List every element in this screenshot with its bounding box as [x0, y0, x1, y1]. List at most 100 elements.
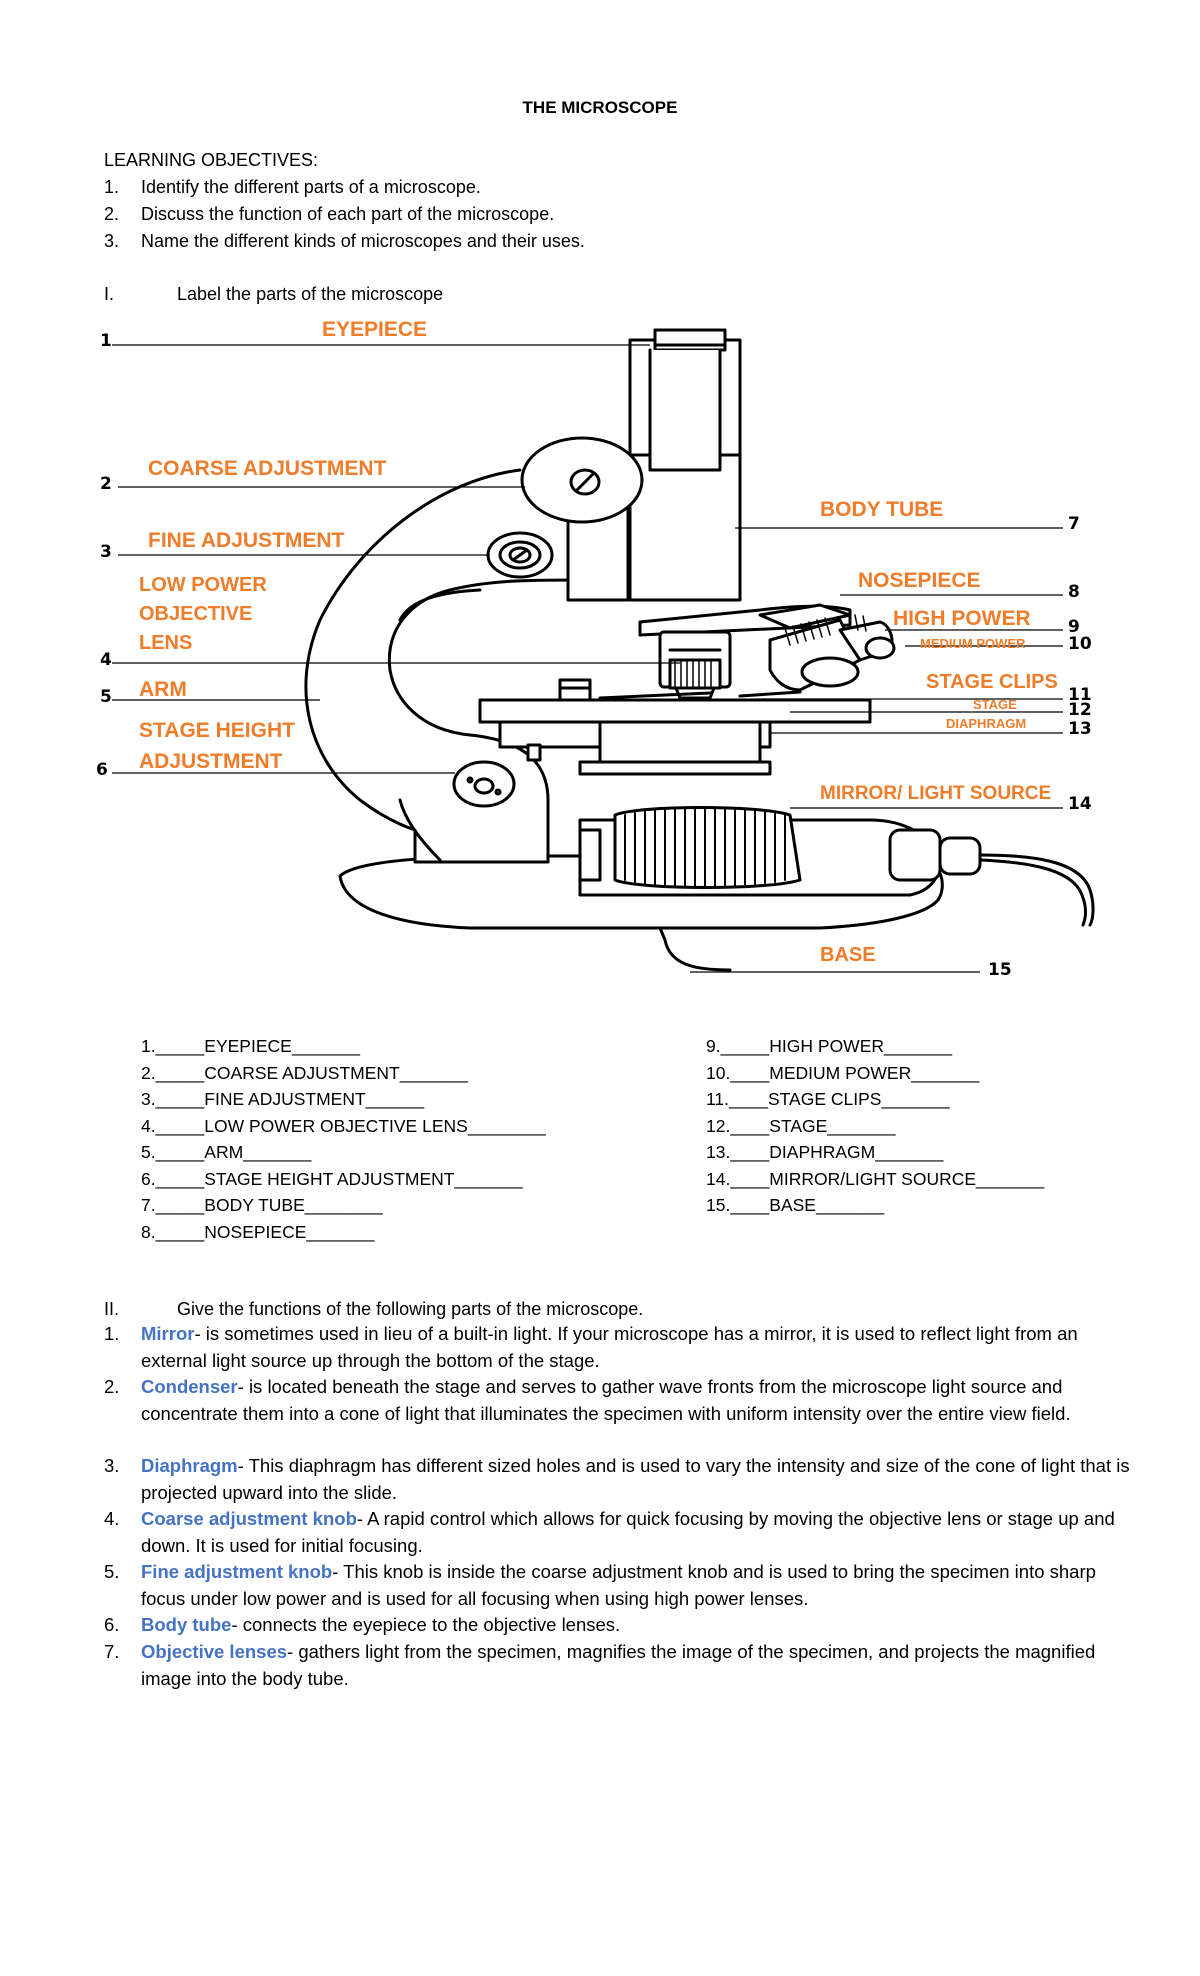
answer-ans: LOW POWER OBJECTIVE LENS — [204, 1115, 468, 1136]
function-item: 3.Diaphragm- This diaphragm has differen… — [104, 1453, 1144, 1506]
answer-item: 4._____LOW POWER OBJECTIVE LENS________ — [141, 1116, 546, 1137]
diagram-number: 10 — [1068, 634, 1092, 654]
answer-post: _______ — [306, 1221, 375, 1242]
diagram-number: 6 — [96, 760, 108, 780]
function-description: - A rapid control which allows for quick… — [141, 1508, 1115, 1556]
diagram-number: 13 — [1068, 719, 1092, 739]
answer-pre: ____ — [730, 1142, 770, 1162]
answer-ans: MEDIUM POWER — [769, 1062, 912, 1083]
diagram-number: 15 — [988, 960, 1012, 980]
answer-pre: ____ — [730, 1062, 770, 1083]
diagram-number: 8 — [1068, 582, 1080, 602]
objectives-heading: LEARNING OBJECTIVES: — [104, 150, 319, 170]
answer-item: 3._____FINE ADJUSTMENT______ — [141, 1089, 424, 1110]
function-body: Coarse adjustment knob- A rapid control … — [141, 1506, 1144, 1559]
function-term: Diaphragm — [141, 1455, 238, 1476]
answer-post: _______ — [243, 1142, 312, 1162]
answer-item: 13.____DIAPHRAGM_______ — [706, 1142, 943, 1163]
answer-num: 11. — [706, 1089, 730, 1109]
objective-item: 3. Name the different kinds of microscop… — [104, 231, 585, 251]
function-body: Condenser- is located beneath the stage … — [141, 1374, 1144, 1427]
function-term: Objective lenses — [141, 1641, 288, 1662]
function-number: 2. — [104, 1376, 120, 1397]
function-description: - This knob is inside the coarse adjustm… — [141, 1561, 1096, 1609]
answer-item: 2._____COARSE ADJUSTMENT_______ — [141, 1063, 468, 1084]
function-term: Mirror — [141, 1323, 195, 1344]
diagram-number: 5 — [100, 687, 112, 707]
answer-num: 4. — [141, 1115, 156, 1136]
answer-num: 3. — [141, 1089, 156, 1109]
answer-post: _______ — [454, 1168, 523, 1189]
answer-ans: EYEPIECE — [204, 1036, 292, 1056]
answer-pre: ____ — [730, 1195, 770, 1215]
label-low-power-objective: LOW POWER OBJECTIVE LENS — [139, 574, 267, 654]
answer-num: 7. — [141, 1195, 156, 1215]
answer-item: 8._____NOSEPIECE_______ — [141, 1222, 375, 1243]
answer-ans: BODY TUBE — [204, 1195, 305, 1215]
answer-post: _______ — [291, 1036, 360, 1056]
function-description: - is sometimes used in lieu of a built-i… — [141, 1323, 1078, 1371]
function-description: - gathers light from the specimen, magni… — [141, 1641, 1096, 1689]
label-stage: STAGE — [973, 697, 1017, 712]
label-arm: ARM — [139, 678, 187, 701]
function-term: Condenser — [141, 1376, 238, 1397]
answer-item: 5._____ARM_______ — [141, 1142, 311, 1163]
diagram-number: 14 — [1068, 794, 1092, 814]
function-number: 5. — [104, 1561, 120, 1582]
function-term: Coarse adjustment knob — [141, 1508, 357, 1529]
label-coarse-adjustment: COARSE ADJUSTMENT — [148, 457, 387, 480]
function-body: Body tube- connects the eyepiece to the … — [141, 1612, 1144, 1639]
function-item: 1.Mirror- is sometimes used in lieu of a… — [104, 1321, 1144, 1374]
answer-item: 11.____STAGE CLIPS_______ — [706, 1089, 950, 1110]
diagram-number: 3 — [100, 542, 112, 562]
objective-item: 1. Identify the different parts of a mic… — [104, 177, 481, 197]
answer-pre: _____ — [155, 1142, 205, 1162]
answer-pre: _____ — [155, 1062, 205, 1083]
label-base: BASE — [820, 944, 876, 966]
answer-ans: STAGE — [769, 1115, 828, 1136]
diagram-number: 2 — [100, 474, 112, 494]
answer-num: 13. — [706, 1142, 731, 1162]
answer-num: 5. — [141, 1142, 156, 1162]
function-term: Fine adjustment knob — [141, 1561, 333, 1582]
function-item: 2. Condenser- is located beneath the stag… — [104, 1374, 1144, 1427]
answer-post: _______ — [875, 1142, 944, 1162]
answer-ans: FINE ADJUSTMENT — [204, 1089, 366, 1109]
diagram-number: 12 — [1068, 700, 1092, 720]
answer-pre: _____ — [155, 1195, 205, 1215]
stage-height-knob — [452, 760, 516, 808]
answer-item: 9._____HIGH POWER_______ — [706, 1036, 952, 1057]
answer-post: _______ — [399, 1062, 468, 1083]
answer-item: 12.____STAGE_______ — [706, 1116, 895, 1137]
answer-pre: _____ — [155, 1115, 205, 1136]
function-term: Body tube — [141, 1614, 232, 1635]
answer-post: _______ — [884, 1036, 953, 1056]
function-item: 5. Fine adjustment knob- This knob is ins… — [104, 1559, 1144, 1612]
function-body: Objective lenses- gathers light from the… — [141, 1639, 1144, 1692]
answer-num: 9. — [706, 1036, 721, 1056]
answer-pre: _____ — [155, 1221, 205, 1242]
label-diaphragm: DIAPHRAGM — [946, 716, 1027, 731]
section-1-heading: I. Label the parts of the microscope — [104, 284, 444, 304]
answer-item: 7._____BODY TUBE________ — [141, 1195, 383, 1216]
objective-item: 2. Discuss the function of each part of … — [104, 204, 555, 224]
answer-pre: _____ — [155, 1036, 205, 1056]
function-body: Fine adjustment knob- This knob is insid… — [141, 1559, 1144, 1612]
mirror — [613, 806, 802, 889]
answer-post: _______ — [881, 1089, 950, 1109]
answer-post: _______ — [976, 1168, 1045, 1189]
label-medium-power: MEDIUM POWER — [920, 636, 1026, 651]
function-number: 3. — [104, 1455, 120, 1476]
function-item: 4.Coarse adjustment knob- A rapid contro… — [104, 1506, 1144, 1559]
diagram-number: 1 — [100, 331, 112, 351]
function-number: 6. — [104, 1614, 120, 1635]
answer-num: 12. — [706, 1115, 731, 1136]
function-body: Mirror- is sometimes used in lieu of a b… — [141, 1321, 1144, 1374]
answer-item: 14.____MIRROR/LIGHT SOURCE_______ — [706, 1169, 1044, 1190]
microscope-diagram — [112, 328, 1095, 973]
answer-ans: MIRROR/LIGHT SOURCE — [769, 1168, 977, 1189]
answer-ans: STAGE HEIGHT ADJUSTMENT — [204, 1168, 455, 1189]
eyepiece — [648, 348, 722, 472]
answer-num: 8. — [141, 1221, 156, 1242]
answer-post: ______ — [365, 1089, 425, 1109]
